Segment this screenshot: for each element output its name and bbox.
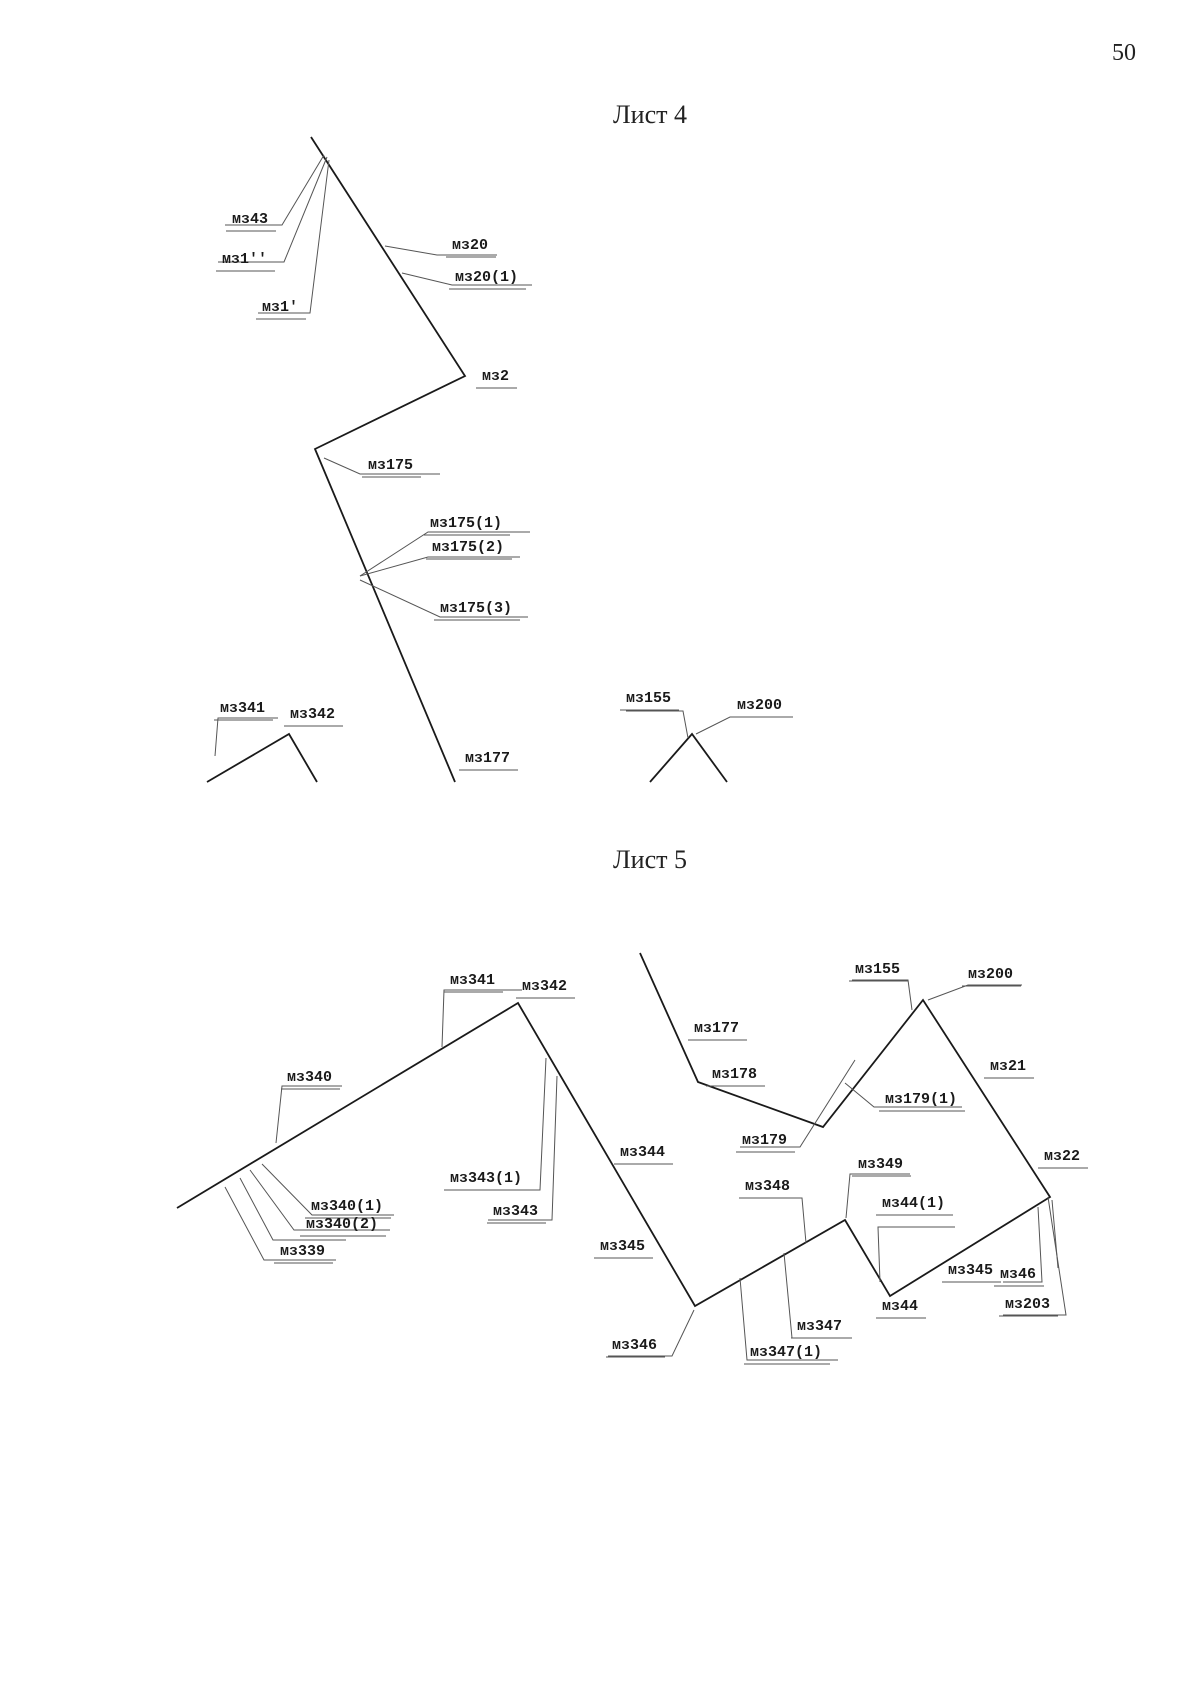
leader-line [877, 1226, 955, 1283]
diagram-label: мз179 [742, 1132, 787, 1149]
leader-line [844, 1082, 962, 1108]
diagram-label: мз346 [612, 1337, 657, 1354]
leader-line [1051, 1199, 1059, 1269]
leader-line [323, 457, 440, 475]
diagram-label: мз175 [368, 457, 413, 474]
diagram-label: мз22 [1044, 1148, 1080, 1165]
diagram-label: мз349 [858, 1156, 903, 1173]
diagram-label: мз175(3) [440, 600, 512, 617]
diagram-label: мз44(1) [882, 1195, 945, 1212]
leader-line [1003, 1206, 1043, 1283]
diagram-label: мз341 [450, 972, 495, 989]
leader-line [626, 710, 689, 739]
leader-line [258, 159, 330, 314]
leader-line [488, 1075, 558, 1221]
diagram-label: мз347 [797, 1318, 842, 1335]
diagram-label: мз343(1) [450, 1170, 522, 1187]
branch [176, 952, 1052, 1308]
leader-line [927, 984, 1022, 1001]
diagram-label: мз46 [1000, 1266, 1036, 1283]
leader-line [261, 1163, 394, 1216]
branch [649, 732, 728, 783]
diagram-label: мз348 [745, 1178, 790, 1195]
diagram-label: мз175(1) [430, 515, 502, 532]
leader-line [359, 579, 528, 618]
diagram-label: мз179(1) [885, 1091, 957, 1108]
diagram-label: мз20 [452, 237, 488, 254]
diagram-label: мз177 [465, 750, 510, 767]
diagram-label: мз344 [620, 1144, 665, 1161]
leader-line [249, 1169, 390, 1231]
leader-line [740, 1059, 856, 1148]
leader-line [384, 245, 497, 256]
sheet-4-title: Лист 4 [613, 100, 687, 129]
leader-line [214, 717, 278, 757]
leader-line [359, 556, 520, 577]
diagram-label: мз155 [626, 690, 671, 707]
leader-line [359, 531, 530, 577]
diagram-label: мз175(2) [432, 539, 504, 556]
leader-line [845, 1173, 910, 1219]
diagram-label: мз2 [482, 368, 509, 385]
leader-line [218, 156, 328, 263]
diagram-label: мз200 [737, 697, 782, 714]
diagram-label: мз43 [232, 211, 268, 228]
diagram-label: мз341 [220, 700, 265, 717]
diagram-label: мз200 [968, 966, 1013, 983]
diagram-label: мз1'' [222, 251, 267, 268]
leader-line [441, 989, 522, 1048]
diagram-label: мз155 [855, 961, 900, 978]
sheet-4-tree-diagram: мз43 мз1'' мз1' мз20 мз20(1) мз2 мз175 м… [206, 136, 793, 783]
branch [206, 732, 318, 783]
leader-line [275, 1085, 342, 1144]
diagram-label: мз20(1) [455, 269, 518, 286]
leader-line [239, 1177, 346, 1241]
leader-line [224, 1186, 336, 1261]
diagram-label: мз340(2) [306, 1216, 378, 1233]
leader-line [742, 1197, 807, 1244]
diagram-label: мз178 [712, 1066, 757, 1083]
diagram-label: мз44 [882, 1298, 918, 1315]
leader-line [225, 154, 325, 226]
diagram-label: мз177 [694, 1020, 739, 1037]
diagram-label: мз347(1) [750, 1344, 822, 1361]
diagram-label: мз345 [600, 1238, 645, 1255]
leader-line [1003, 1196, 1067, 1316]
sheet-5-title: Лист 5 [613, 845, 687, 874]
branch [310, 136, 467, 783]
diagram-label: мз339 [280, 1243, 325, 1260]
diagram-label: мз340(1) [311, 1198, 383, 1215]
diagram-label: мз343 [493, 1203, 538, 1220]
leader-line [739, 1277, 838, 1361]
diagram-label: мз345 [948, 1262, 993, 1279]
leader-line [852, 979, 913, 1011]
diagram-label: мз340 [287, 1069, 332, 1086]
diagram-label: мз1' [262, 299, 298, 316]
diagram-label: мз203 [1005, 1296, 1050, 1313]
diagram-label: мз21 [990, 1058, 1026, 1075]
leader-line [608, 1309, 695, 1357]
page-number: 50 [1112, 40, 1136, 66]
diagram-label: мз342 [522, 978, 567, 995]
leader-line [401, 272, 532, 286]
diagram-label: мз342 [290, 706, 335, 723]
